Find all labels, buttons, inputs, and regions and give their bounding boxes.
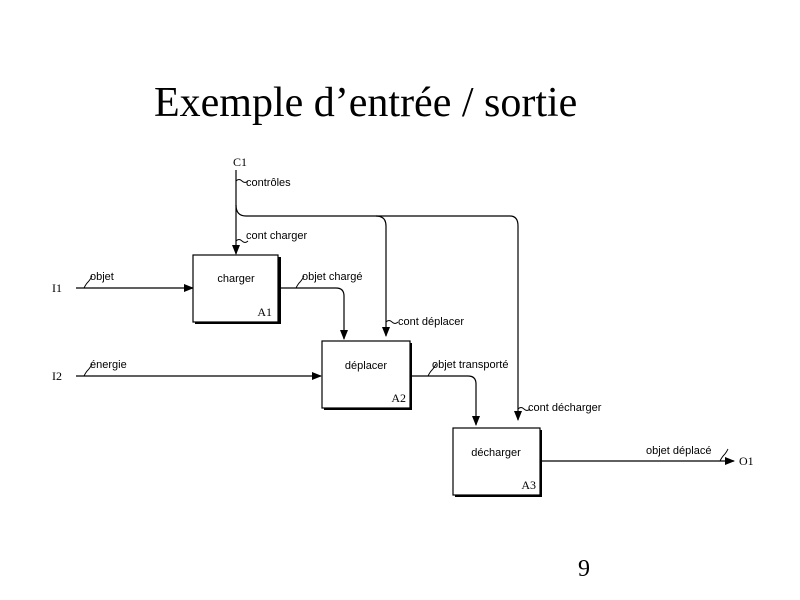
flow-label-a1-a2: objet chargé xyxy=(302,271,363,283)
slide-title: Exemple d’entrée / sortie xyxy=(154,80,578,126)
input-label-i2: énergie xyxy=(90,359,127,371)
activity-id-a3: A3 xyxy=(521,478,536,492)
output-code-o1: O1 xyxy=(739,454,754,468)
activity-box-a1: charger A1 xyxy=(192,254,281,324)
control-label-a1: cont charger xyxy=(246,230,307,242)
control-label-a2: cont déplacer xyxy=(398,316,464,328)
control-label: contrôles xyxy=(246,177,291,189)
input-code-i1: I1 xyxy=(52,281,62,295)
activity-id-a2: A2 xyxy=(391,391,406,405)
page-number: 9 xyxy=(578,556,590,582)
control-branch-a2 xyxy=(375,215,390,337)
activity-box-a3: décharger A3 xyxy=(452,427,542,497)
flow-a2-a3-wire xyxy=(410,375,480,426)
activity-id-a1: A1 xyxy=(257,305,272,319)
activity-name-a1: charger xyxy=(217,273,255,285)
control-code-c1: C1 xyxy=(233,155,247,169)
output-label-o1: objet déplacé xyxy=(646,445,711,457)
flow-label-a2-a3: objet transporté xyxy=(432,359,508,371)
input-code-i2: I2 xyxy=(52,369,62,383)
flow-a1-a2-wire xyxy=(278,287,348,340)
label-leaders xyxy=(83,179,729,462)
control-label-a3: cont décharger xyxy=(528,402,602,414)
flow-wires xyxy=(76,284,735,465)
activity-box-a2: déplacer A2 xyxy=(321,340,412,410)
control-wires xyxy=(232,170,522,421)
activity-name-a2: déplacer xyxy=(345,360,388,372)
activity-name-a3: décharger xyxy=(471,447,521,459)
input-label-i1: objet xyxy=(90,271,114,283)
